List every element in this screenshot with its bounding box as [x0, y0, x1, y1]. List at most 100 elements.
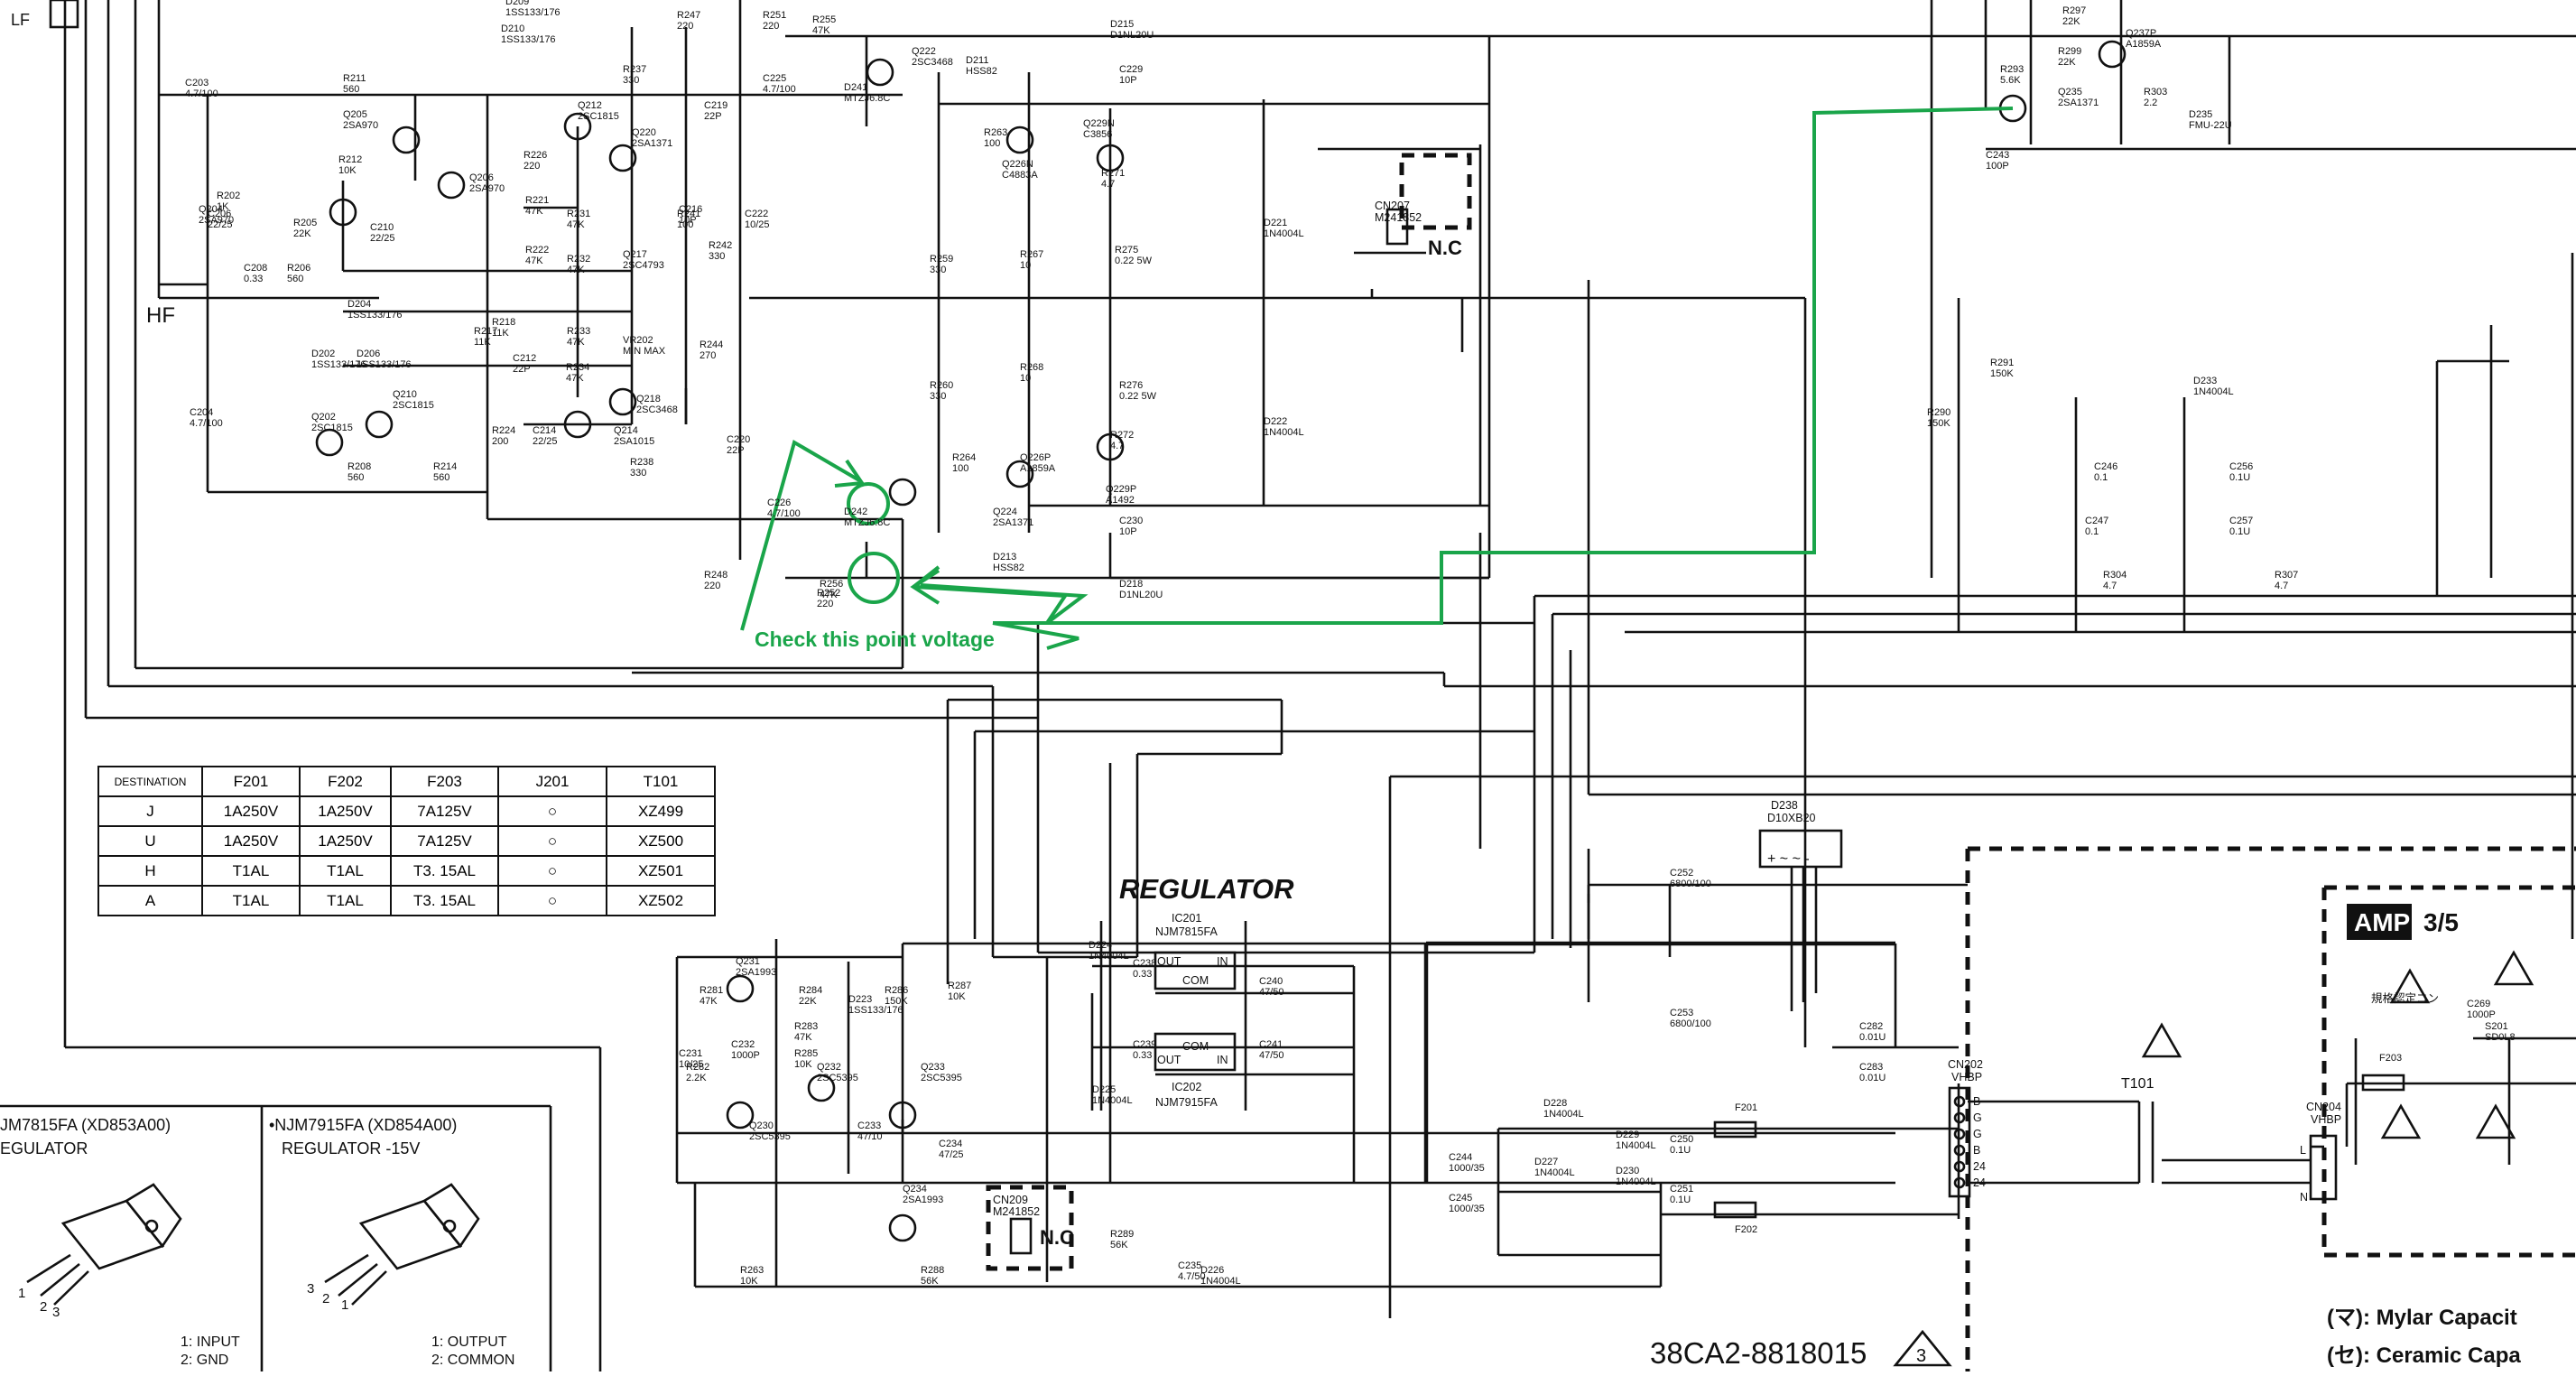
component-value: 150K [1990, 368, 2014, 379]
component-ref: C253 [1670, 1008, 1693, 1018]
component-ref: R299 [2058, 46, 2081, 57]
cn202-pin-4: B [1973, 1144, 1980, 1157]
component-ref: C203 [185, 78, 208, 88]
component-value: 330 [630, 468, 646, 479]
component-value: FMU-22U [2189, 120, 2232, 131]
component-value: 1N4004L [1534, 1167, 1575, 1178]
left-pin-1: 1 [18, 1286, 25, 1301]
component-value: 2SA970 [343, 120, 378, 131]
component-value: 1N4004L [1092, 1095, 1133, 1106]
component-value: 1000/35 [1449, 1204, 1485, 1214]
ic201-in: IN [1217, 955, 1228, 968]
amp-badge: AMP 3/5 [2347, 904, 2459, 940]
component-ref: F203 [2379, 1053, 2402, 1064]
component-value: MIN MAX [623, 346, 666, 357]
right-section [1388, 0, 2576, 1318]
component-ref: R226 [524, 150, 547, 161]
component-ref: D241 [844, 82, 867, 93]
revision-number: 3 [1916, 1346, 1926, 1366]
component-value: 1SS133/176 [357, 359, 412, 370]
component-ref: R256 [820, 579, 843, 590]
component-value: 47K [794, 1032, 812, 1043]
component-ref: C250 [1670, 1134, 1693, 1145]
component-ref: Q220 [632, 127, 656, 138]
component-ref: D229 [1616, 1130, 1639, 1140]
component-value: 22/25 [208, 219, 233, 230]
header-f201: F201 [201, 766, 301, 797]
bridge-part: D10XB20 [1767, 812, 1816, 824]
cn202-connector [1948, 1086, 2338, 1201]
component-ref: R289 [1110, 1229, 1134, 1240]
component-value: 4.7 [1110, 441, 1124, 451]
component-value: 1N4004L [1616, 1140, 1656, 1151]
lf-label: LF [11, 11, 30, 29]
right-pinlist-1: 1: OUTPUT [431, 1334, 507, 1350]
component-value: 47K [566, 373, 584, 384]
component-value: 0.22 5W [1115, 256, 1153, 266]
component-ref: R304 [2103, 570, 2127, 581]
component-ref: C208 [244, 263, 267, 274]
component-value: 2SA1371 [993, 517, 1033, 528]
component-ref: R205 [293, 218, 317, 228]
component-ref: D242 [844, 507, 867, 517]
component-ref: R281 [700, 985, 723, 996]
cell: 1A250V [201, 825, 301, 857]
component-value: 0.33 [244, 274, 263, 284]
component-ref: R234 [566, 362, 589, 373]
component-ref: R211 [343, 73, 366, 84]
component-ref: C282 [1859, 1021, 1883, 1032]
component-ref: R217 [474, 326, 497, 337]
component-ref: R290 [1927, 407, 1951, 418]
component-value: 47/10 [857, 1131, 883, 1142]
component-value: 5.6K [2000, 75, 2021, 86]
component-value: 200 [492, 436, 508, 447]
component-ref: F201 [1735, 1102, 1757, 1113]
component-value: 10K [794, 1059, 812, 1070]
component-value: 2SC1815 [311, 423, 353, 433]
cn202-pin-6: 24 [1973, 1176, 1986, 1189]
component-ref: S201 [2485, 1021, 2508, 1032]
svg-text:+ ~ ~ -: + ~ ~ - [1767, 851, 1810, 867]
cn204-part: VHBP [2311, 1113, 2341, 1126]
table-row: A T1AL T1AL T3. 15AL ○ XZ502 [97, 885, 716, 916]
component-value: 1N4004L [2193, 386, 2234, 397]
component-value: 2SC3468 [636, 404, 678, 415]
ic201-part: NJM7815FA [1155, 925, 1218, 938]
component-value: 0.1U [2229, 472, 2250, 483]
cn209-nc-text: N.C [1040, 1226, 1074, 1249]
cell: ○ [497, 825, 607, 857]
component-value: 270 [700, 350, 716, 361]
component-value: 1N4004L [1543, 1109, 1584, 1120]
component-ref: D215 [1110, 19, 1134, 30]
component-ref: Q234 [903, 1184, 927, 1195]
component-value: 1N4004L [1616, 1176, 1656, 1187]
left-reg-title-1: JM7815FA (XD853A00) [0, 1116, 171, 1134]
component-value: 2SA1371 [632, 138, 672, 149]
component-ref: Q226N [1002, 159, 1033, 170]
ic202-ref: IC202 [1172, 1081, 1201, 1093]
component-ref: Q212 [578, 100, 602, 111]
component-value: 1SS133/176 [848, 1005, 903, 1016]
component-value: 2SC1815 [393, 400, 434, 411]
component-value: C3856 [1083, 129, 1112, 140]
component-value: 0.22 5W [1119, 391, 1157, 402]
component-ref: D224 [1089, 940, 1112, 951]
component-value: MTZJ6.8C [844, 93, 890, 104]
legend-mylar: (マ): Mylar Capacit [2327, 1306, 2517, 1330]
component-ref: C256 [2229, 461, 2253, 472]
component-value: 56K [921, 1276, 939, 1287]
component-ref: Q230 [749, 1120, 774, 1131]
fuses [1713, 1074, 2405, 1219]
header-f203: F203 [390, 766, 499, 797]
amp-page: 3/5 [2423, 908, 2459, 936]
component-ref: Q233 [921, 1062, 945, 1073]
component-value: 47K [812, 25, 830, 36]
component-ref: D211 [966, 55, 988, 66]
legend-ceramic: (セ): Ceramic Capa [2327, 1343, 2521, 1368]
component-ref: R297 [2062, 5, 2086, 16]
component-ref: C219 [704, 100, 727, 111]
component-value: 0.33 [1133, 1050, 1152, 1061]
component-ref: D204 [347, 299, 371, 310]
regulator-title: REGULATOR [1119, 873, 1294, 905]
